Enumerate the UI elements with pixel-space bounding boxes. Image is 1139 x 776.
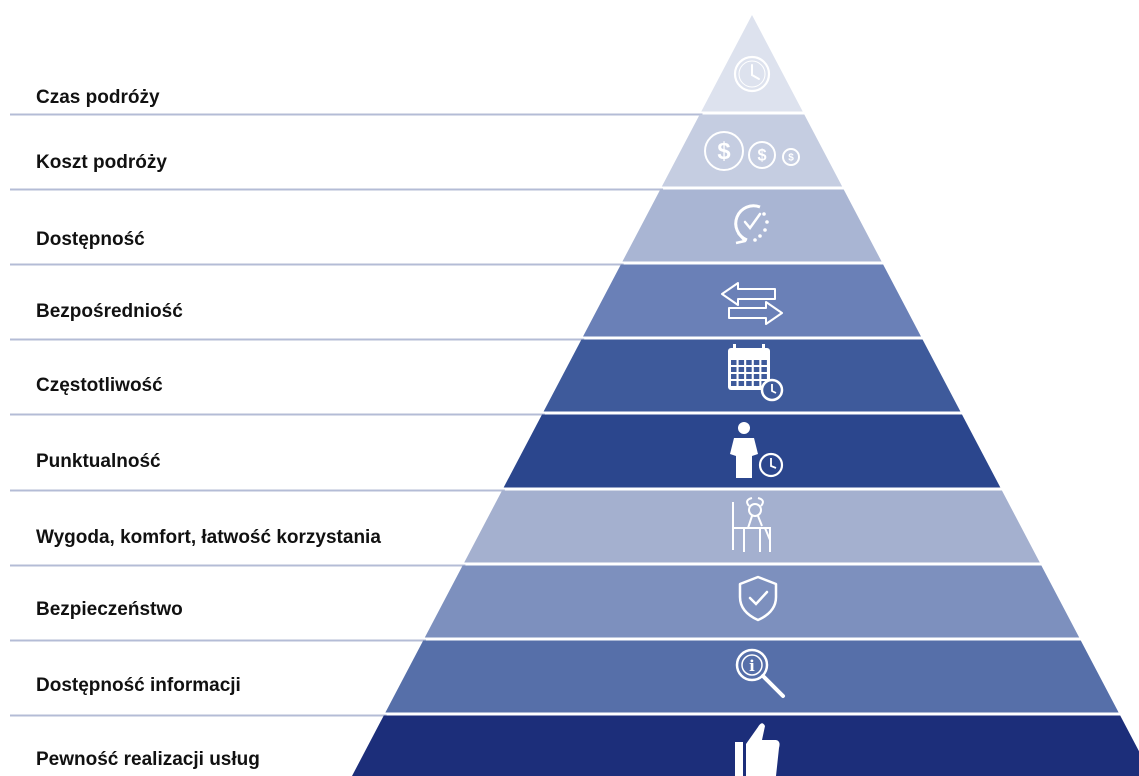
level-label-bezpieczenstwo: Bezpieczeństwo [36,599,183,620]
level-label-punktualnosc: Punktualność [36,451,161,472]
svg-text:$: $ [717,138,730,165]
two-way-arrows-icon [721,282,783,325]
pyramid-level-band [352,715,1139,776]
svg-text:$: $ [788,152,794,163]
pyramid-level-band [583,264,921,337]
calendar-icon [728,344,784,402]
level-label-bezposredniosc: Bezpośredniość [36,301,183,322]
relaxing-person-icon [732,497,771,552]
pyramid-level-band [661,114,843,187]
pyramid-level-band [701,15,803,112]
level-label-wygoda: Wygoda, komfort, łatwość korzystania [36,527,381,548]
level-label-dostepnosc-informacji: Dostępność informacji [36,675,241,696]
level-label-czas-podrozy: Czas podróży [36,87,160,108]
level-label-dostepnosc: Dostępność [36,229,145,250]
svg-text:$: $ [757,146,766,164]
svg-text:i: i [749,657,755,675]
clock-icon [733,55,771,93]
level-label-pewnosc-realizacji: Pewność realizacji usług [36,749,260,770]
coins-icon: $ $ $ [704,131,800,171]
info-magnifier-icon: i [735,648,785,698]
shield-check-icon [738,575,778,622]
thumbs-up-icon [735,723,780,776]
level-label-koszt-podrozy: Koszt podróży [36,152,167,173]
level-label-czestotliwosc: Częstotliwość [36,375,163,396]
pyramid-level-band [385,640,1119,713]
pyramid-level-band [464,490,1040,563]
person-clock-icon [730,422,784,478]
availability-clock-icon [734,204,769,245]
